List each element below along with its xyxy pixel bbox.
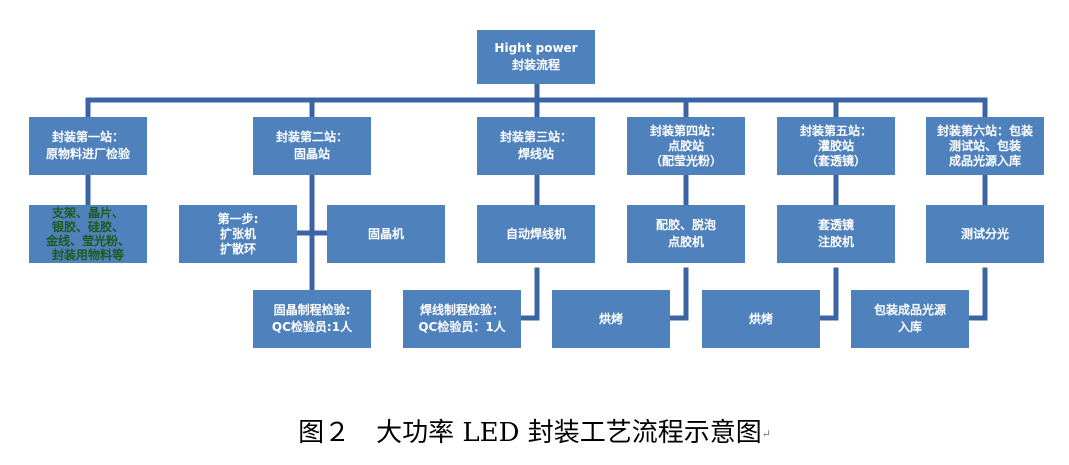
wire-bond-qc-node: 焊线制程检验： QC检验员：1人 [403,290,521,348]
return-mark: ↵ [761,427,771,441]
injector-node: 套透镜 注胶机 [777,205,895,263]
figure-caption: 图２ 大功率 LED 封装工艺流程示意图↵ [0,412,1069,449]
die-bond-qc-node: 固晶制程检验: QC检验员:1人 [253,290,371,348]
station3-to-qc [519,267,540,321]
pack-store-node: 包装成品光源 入库 [851,290,969,348]
station4-to-bake [668,267,689,321]
expander-node: 第一步: 扩张机 扩散环 [179,205,297,263]
station5-node: 封装第五站： 灌胶站 （套透镜） [777,117,895,175]
station6-to-pack [967,267,988,321]
test-sort-node: 测试分光 [926,205,1044,263]
station1-node: 封装第一站： 原物料进厂检验 [29,117,147,175]
wire-bonder-node: 自动焊线机 [477,205,595,263]
bake-node-2: 烘烤 [702,290,820,348]
root-node: Hight power 封装流程 [477,30,595,84]
dispenser-node: 配胶、脱泡 点胶机 [627,205,745,263]
station6-node: 封装第六站：包装 测试站、包装 成品光源入库 [926,117,1044,175]
station5-to-bake [818,267,839,321]
bake-node-1: 烘烤 [552,290,670,348]
materials-node: 支架、晶片、 银胶、硅胶、 金线、莹光粉、 封装用物料等 [29,205,147,263]
die-bonder-node: 固晶机 [327,205,445,263]
station3-node: 封装第三站： 焊线站 [477,117,595,175]
station2-node: 封装第二站： 固晶站 [253,117,371,175]
caption-text: 图２ 大功率 LED 封装工艺流程示意图 [298,418,762,448]
station4-node: 封装第四站： 点胶站 （配莹光粉） [627,117,745,175]
